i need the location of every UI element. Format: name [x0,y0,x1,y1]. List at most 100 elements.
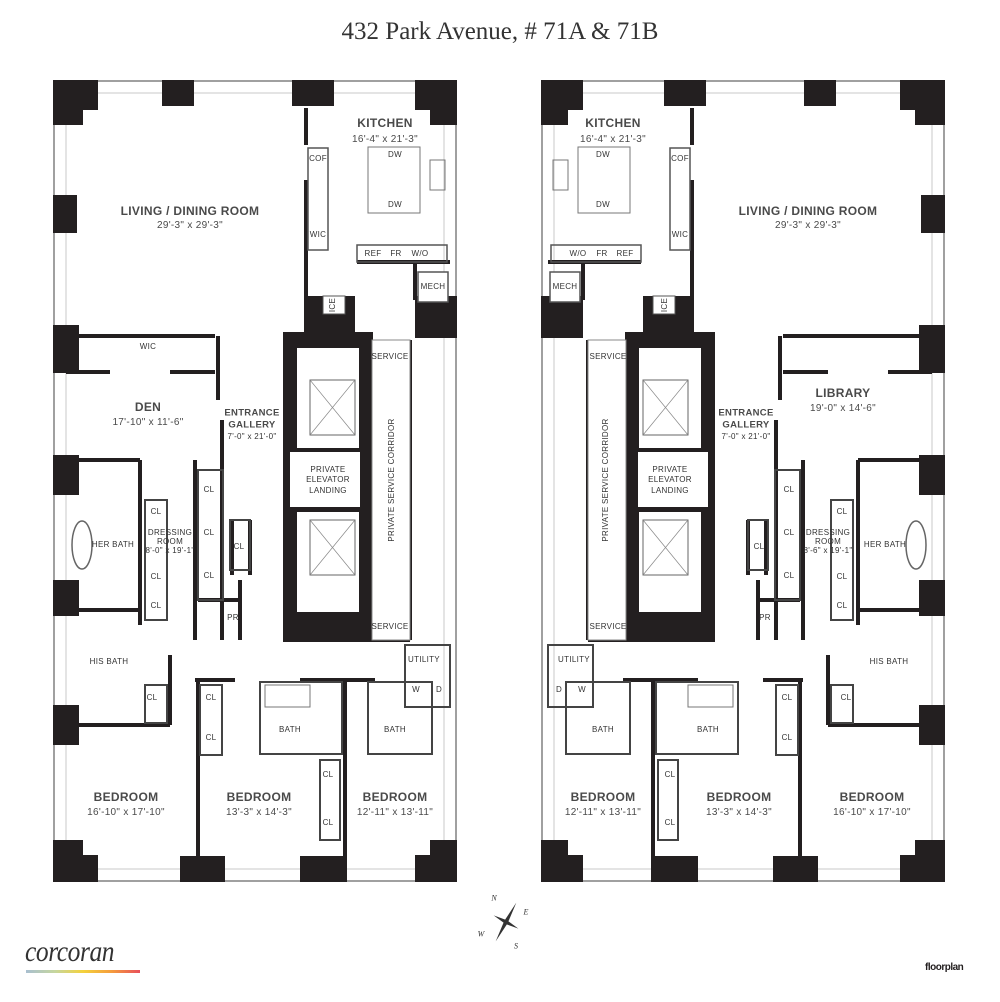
kitchen-title: KITCHEN [585,116,641,130]
wic-label: WIC [139,342,157,351]
kitchen-island [367,146,421,214]
logo-gradient-bar [26,970,140,973]
mech-label: MECH [552,282,578,291]
bedroom-3-dims: 12'-11" x 13'-11" [356,807,434,818]
cl-5: CL [150,507,162,516]
structural-column [53,325,79,373]
den-dims: 17'-10" x 11'-6" [112,417,184,428]
entrance-gallery-dims: 7'-0" x 21'-0" [721,432,771,441]
mech-room [417,271,449,303]
elevator-landing-3: LANDING [651,486,689,495]
her-bath: HER BATH [91,540,135,549]
ref-label: REF [616,249,634,258]
bedroom-2-title: BEDROOM [226,790,292,804]
service-bottom: SERVICE [589,622,627,631]
page-title: 432 Park Avenue, # 71A & 71B [341,18,659,45]
library-dims: 19'-0" x 14'-6" [809,403,877,414]
bath-1: BATH [697,725,719,734]
cof-label: COF [309,154,327,163]
cl-8: CL [840,693,852,702]
structural-column [300,856,345,882]
dressing-room-dims: 8'-0" x 19'-1" [145,546,195,555]
closet-or-bath [367,681,433,755]
wo-label: W/O [569,249,587,258]
cl-4: CL [233,542,245,551]
elevator-car [309,379,356,436]
cl-11: CL [322,770,334,779]
closet-or-bath [144,499,168,621]
wo-label: W/O [411,249,429,258]
compass-north: N [491,893,497,903]
closet-or-bath [144,684,168,724]
ice-machine [322,295,346,315]
his-bath: HIS BATH [869,657,909,666]
cl-4: CL [753,542,765,551]
cl-10: CL [781,733,793,742]
bedroom-1-dims: 16'-10" x 17'-10" [833,807,911,818]
structural-column [53,855,98,882]
compass-icon [493,902,519,942]
bedroom-1-dims: 16'-10" x 17'-10" [87,807,165,818]
bath-1: BATH [279,725,301,734]
cl-2: CL [203,528,215,537]
structural-column [292,80,334,106]
bathtub [71,520,93,570]
ice-label: ICE [660,297,669,313]
bedroom-3-title: BEDROOM [570,790,636,804]
bath-2: BATH [384,725,406,734]
bedroom-1-title: BEDROOM [839,790,905,804]
service-top: SERVICE [371,352,409,361]
cl-10: CL [205,733,217,742]
dressing-room-1: DRESSING [147,528,193,537]
living-dining-dims: 29'-3" x 29'-3" [156,220,224,231]
cl-9: CL [205,693,217,702]
cl-6: CL [836,572,848,581]
cl-11: CL [664,770,676,779]
cl-12: CL [664,818,676,827]
elevator-landing-2: ELEVATOR [648,475,692,484]
elevator-landing-2: ELEVATOR [306,475,350,484]
elevator-landing-3: LANDING [309,486,347,495]
washer-label: W [412,685,420,694]
elevator-landing [290,452,360,507]
mech-label: MECH [420,282,446,291]
cl-3: CL [783,571,795,580]
kitchen-cabinet [307,147,329,251]
cl-7: CL [836,601,848,610]
service-top: SERVICE [589,352,627,361]
appliance-row [356,244,448,263]
bath-2: BATH [592,725,614,734]
dw-label-1: DW [388,150,402,159]
service-corridor: PRIVATE SERVICE CORRIDOR [387,418,396,542]
closet-or-bath [229,519,251,571]
cl-7: CL [150,601,162,610]
bedroom-1-title: BEDROOM [93,790,159,804]
compass-south: S [514,941,518,951]
living-dining-title: LIVING / DINING ROOM [120,204,260,218]
living-dining-dims: 29'-3" x 29'-3" [774,220,842,231]
elevator-shaft [297,348,359,448]
dryer-label: D [435,685,443,694]
structural-column [415,296,457,338]
living-dining-title: LIVING / DINING ROOM [738,204,878,218]
elevator-landing-1: PRIVATE [652,465,688,474]
cl-6: CL [150,572,162,581]
library-title: LIBRARY [815,386,871,400]
cooktop [429,159,446,191]
cl-8: CL [146,693,158,702]
service-corridor: PRIVATE SERVICE CORRIDOR [601,418,610,542]
compass-east: E [523,907,529,917]
entrance-gallery-title-1: ENTRANCE [718,407,774,419]
dressing-room-1: DRESSING [805,528,851,537]
elevator-landing-1: PRIVATE [310,465,346,474]
washer-label: W [578,685,586,694]
her-bath: HER BATH [863,540,907,549]
corcoran-logo: corcoran [25,935,115,968]
kitchen-dims: 16'-4" x 21'-3" [351,134,419,145]
elevator-cross [309,519,356,576]
entrance-gallery-dims: 7'-0" x 21'-0" [227,432,277,441]
bathtub [264,684,311,708]
structural-column [430,80,457,125]
ice-label: ICE [328,297,337,313]
